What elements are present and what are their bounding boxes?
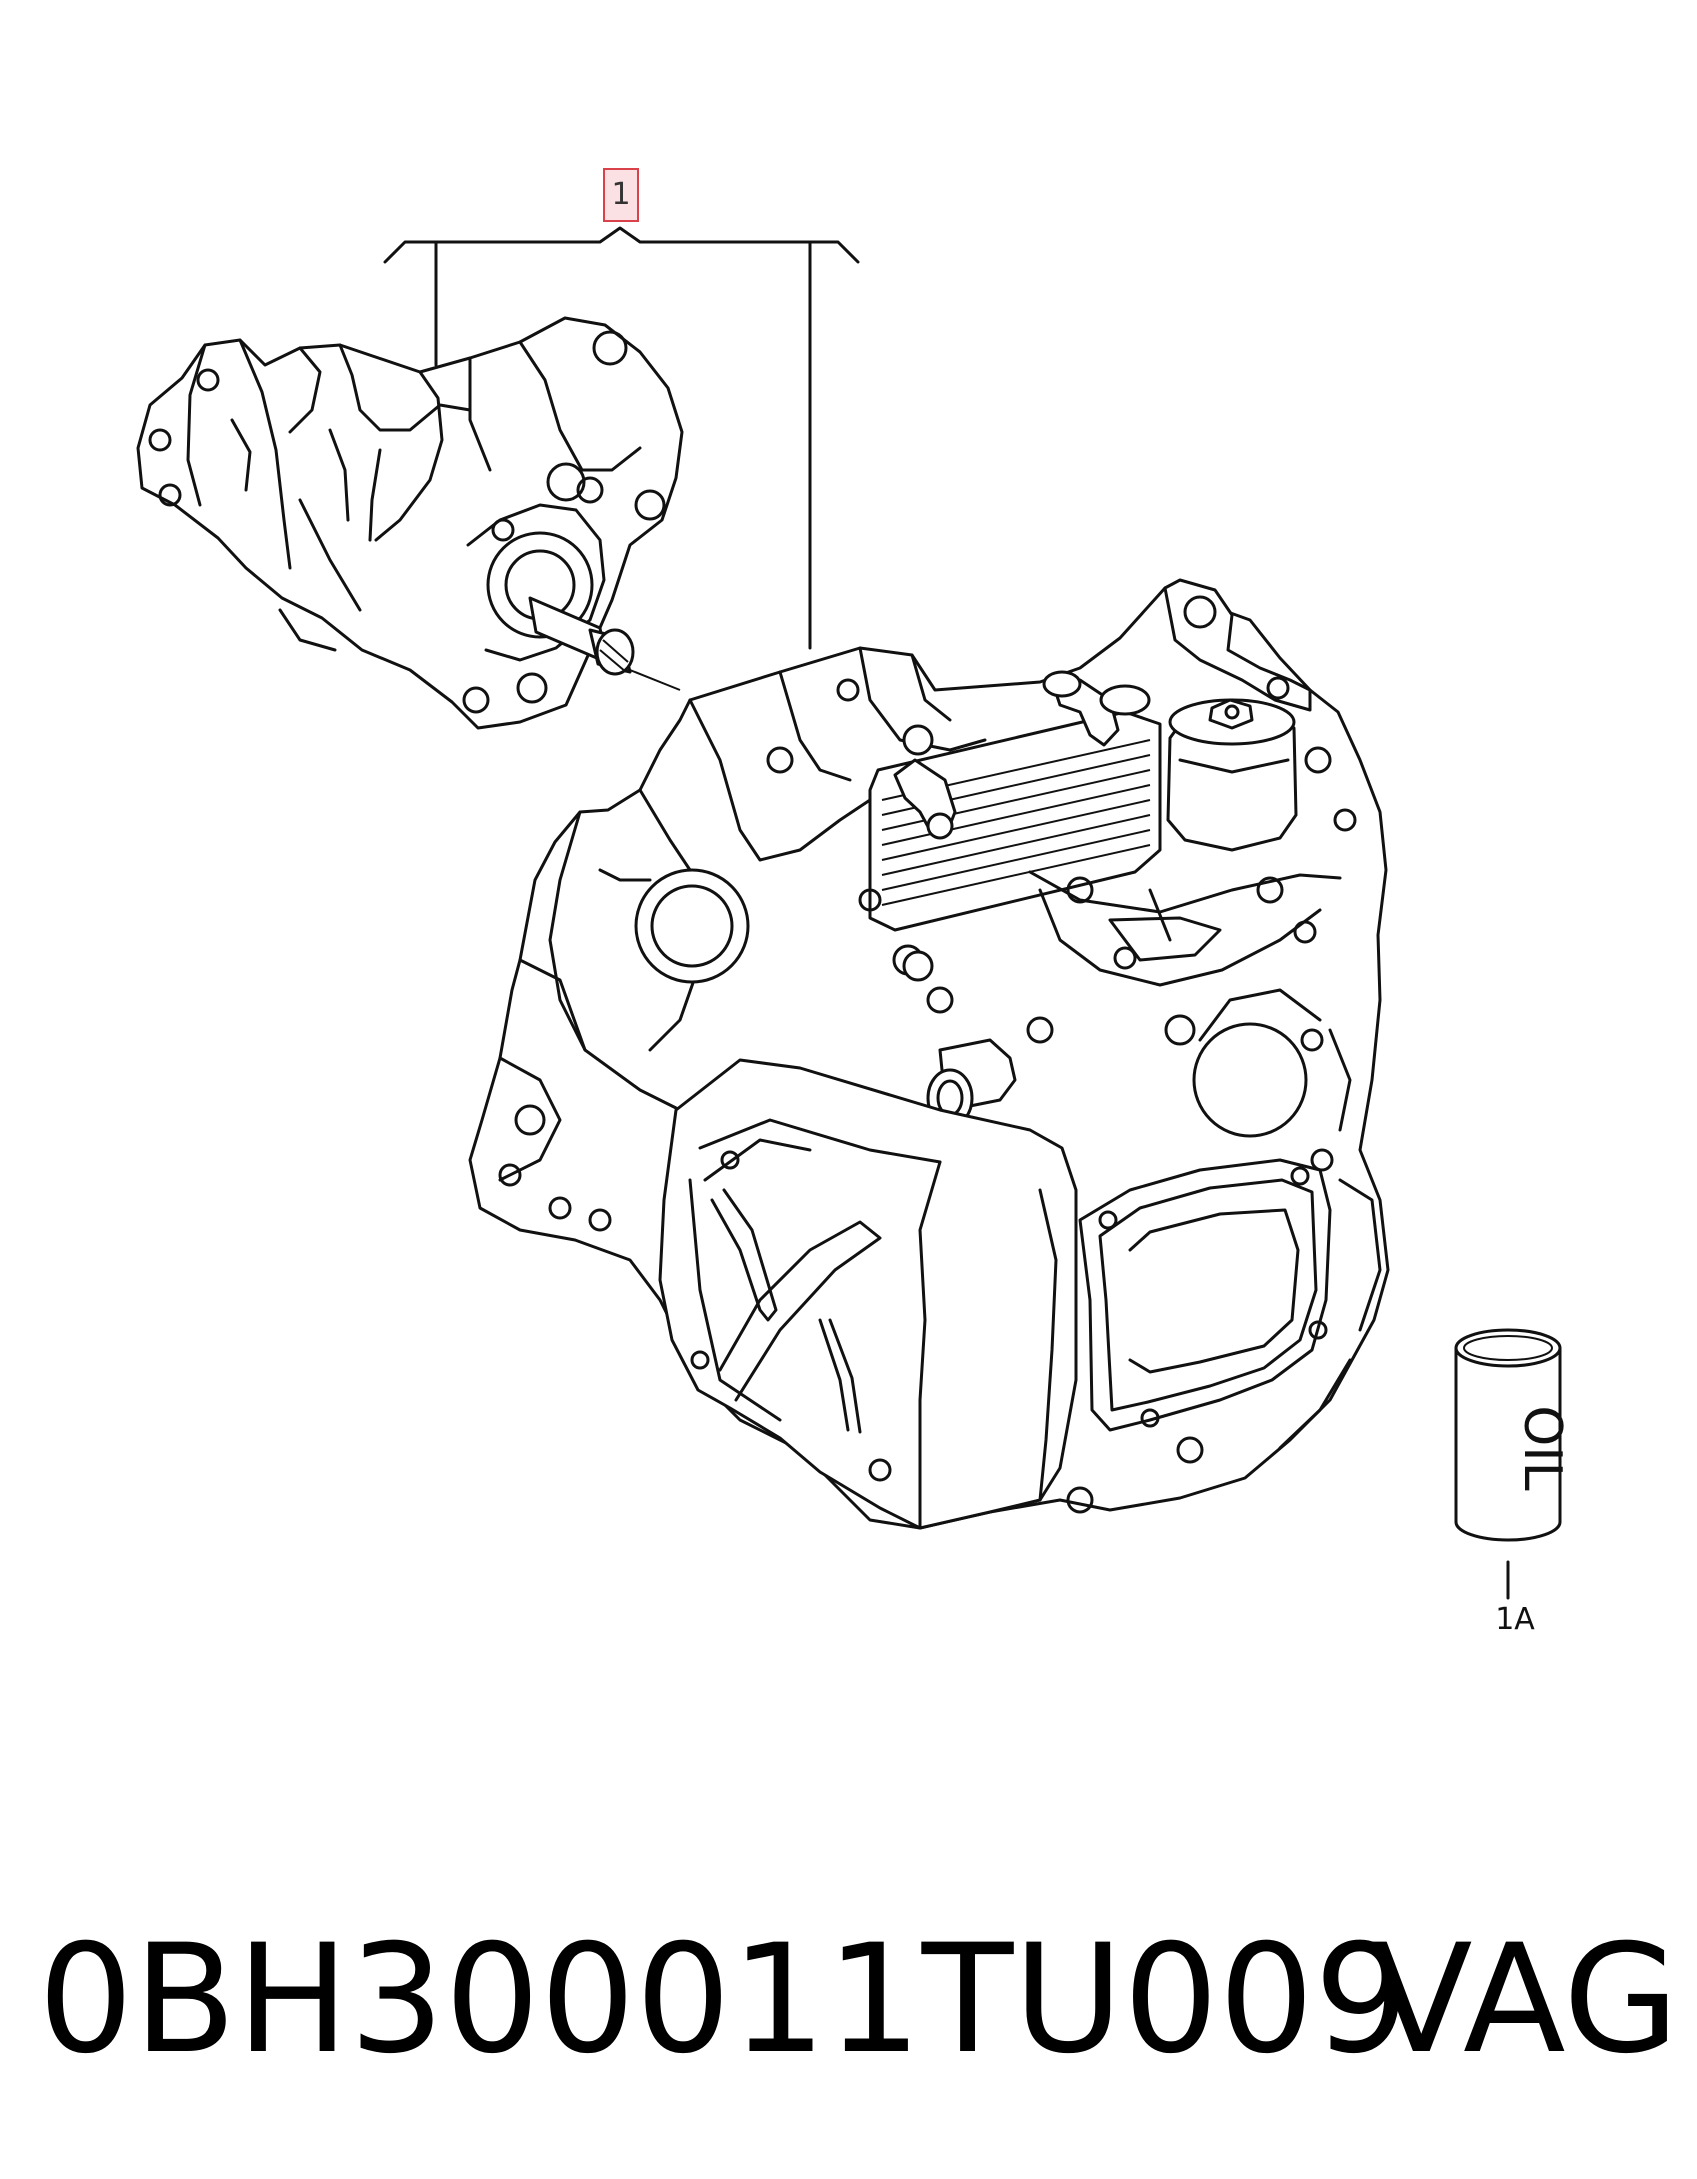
part-number: 0BH300011TU009 (38, 1913, 1410, 2087)
oil-can-drawing: OIL (1454, 1328, 1572, 1600)
transfer-case-drawing (136, 316, 684, 730)
callout-1-label[interactable]: 1 (603, 168, 639, 222)
callout-1a-label[interactable]: 1A (1495, 1602, 1535, 1637)
part-caption: 0BH300011TU009 VAG (0, 1900, 1697, 2100)
oil-can-label: OIL (1512, 1405, 1572, 1490)
callout-1-bracket (383, 226, 860, 650)
gearbox-drawing (468, 578, 1390, 1530)
brand-name: VAG (1370, 1913, 1680, 2087)
